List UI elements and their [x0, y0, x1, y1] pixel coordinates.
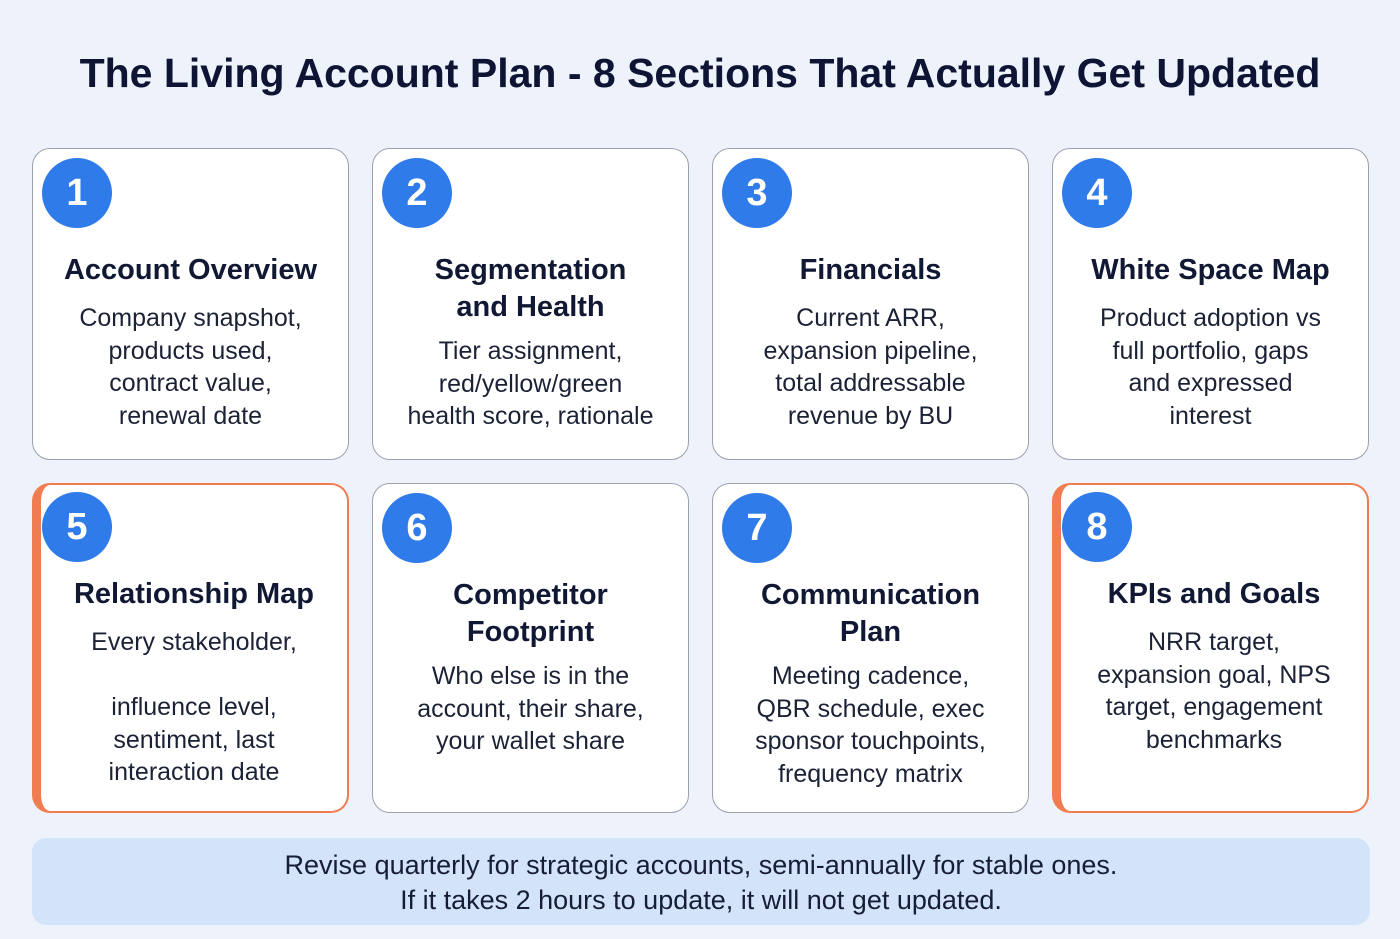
section-card-white-space-map: 4 White Space Map Product adoption vs fu…: [1052, 148, 1369, 460]
card-description: Product adoption vs full portfolio, gaps…: [1100, 304, 1321, 430]
section-card-communication-plan: 7 Communication Plan Meeting cadence, QB…: [712, 483, 1029, 813]
number-badge: 1: [42, 158, 112, 228]
section-card-kpis-goals: 8 KPIs and Goals NRR target, expansion g…: [1052, 483, 1369, 813]
card-title: Account Overview: [63, 254, 318, 286]
footer-note: Revise quarterly for strategic accounts,…: [32, 838, 1370, 925]
card-description: Meeting cadence, QBR schedule, exec spon…: [755, 662, 986, 788]
card-title: Financials: [799, 254, 942, 286]
section-card-account-overview: 1 Account Overview Company snapshot, pro…: [32, 148, 349, 460]
page-title: The Living Account Plan - 8 Sections Tha…: [79, 50, 1321, 96]
sections-grid: 1 Account Overview Company snapshot, pro…: [32, 148, 1370, 813]
card-title: Segmentation and Health: [434, 254, 627, 323]
section-card-relationship-map: 5 Relationship Map Every stakeholder, in…: [32, 483, 349, 813]
footer-line-2: If it takes 2 hours to update, it will n…: [400, 885, 1002, 915]
number-badge: 8: [1062, 492, 1132, 562]
card-title: Competitor Footprint: [453, 579, 608, 648]
card-title: Relationship Map: [73, 578, 315, 610]
card-description: Current ARR, expansion pipeline, total a…: [763, 304, 978, 430]
card-title: Communication Plan: [760, 579, 981, 648]
number-badge: 4: [1062, 158, 1132, 228]
number-badge: 5: [42, 492, 112, 562]
section-card-segmentation-health: 2 Segmentation and Health Tier assignmen…: [372, 148, 689, 460]
card-description: NRR target, expansion goal, NPS target, …: [1097, 628, 1331, 754]
card-description: Tier assignment, red/yellow/green health…: [407, 337, 654, 430]
footer-line-1: Revise quarterly for strategic accounts,…: [284, 850, 1118, 880]
card-title: White Space Map: [1091, 254, 1330, 286]
number-badge: 6: [382, 493, 452, 563]
section-card-competitor-footprint: 6 Competitor Footprint Who else is in th…: [372, 483, 689, 813]
number-badge: 7: [722, 493, 792, 563]
number-badge: 3: [722, 158, 792, 228]
card-description: Every stakeholder, influence level, sent…: [91, 628, 297, 786]
card-description: Who else is in the account, their share,…: [417, 662, 644, 755]
card-title: KPIs and Goals: [1107, 578, 1321, 610]
section-card-financials: 3 Financials Current ARR, expansion pipe…: [712, 148, 1029, 460]
card-description: Company snapshot, products used, contrac…: [79, 304, 302, 430]
number-badge: 2: [382, 158, 452, 228]
